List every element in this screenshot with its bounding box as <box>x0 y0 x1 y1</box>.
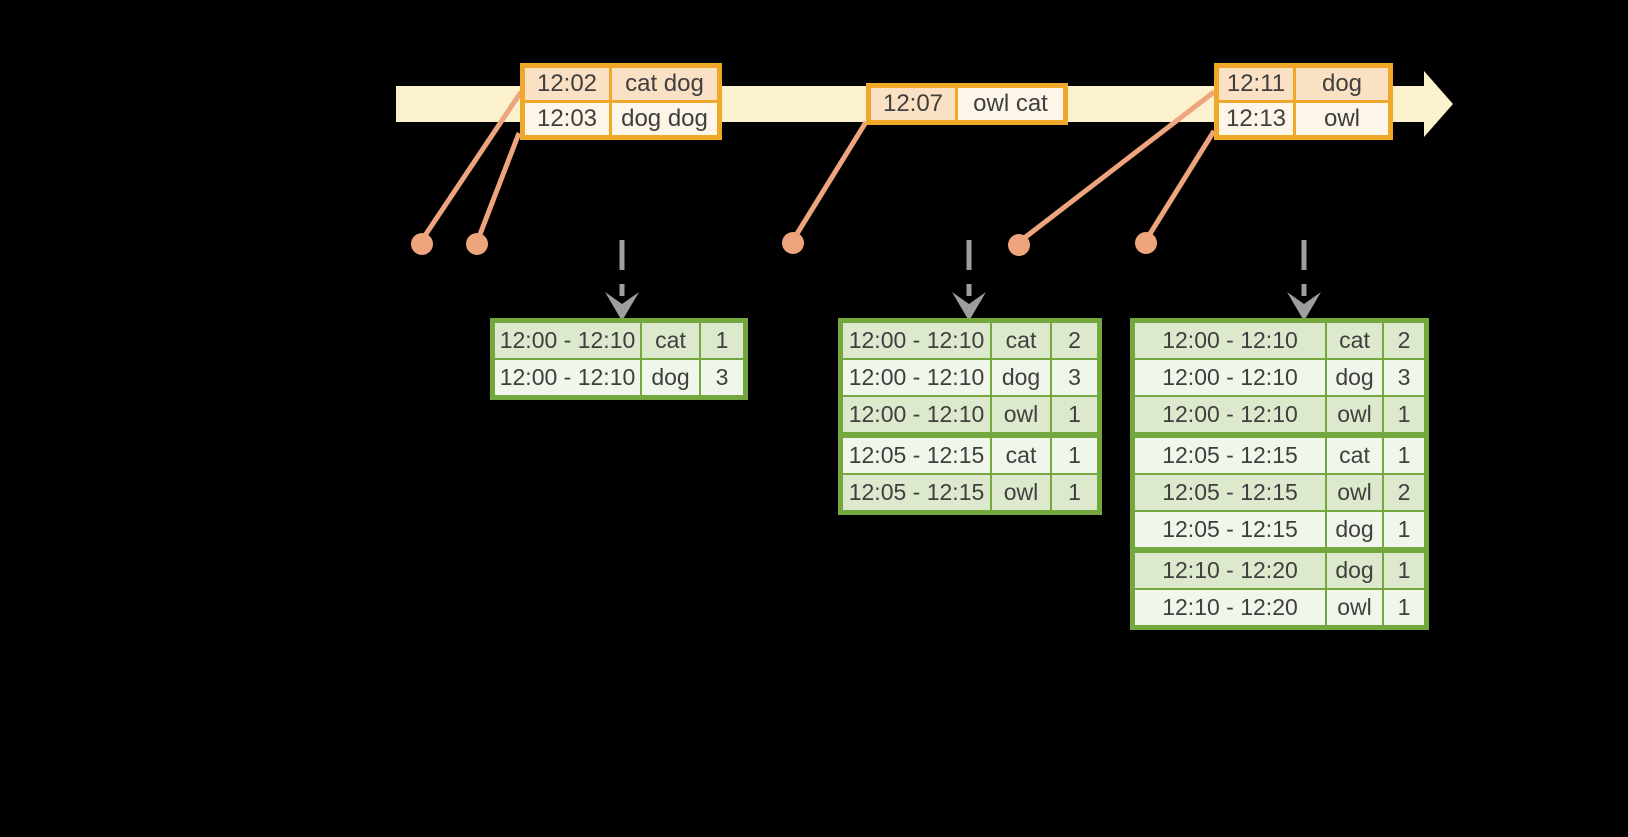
window-cell: 12:00 - 12:10 <box>843 397 990 432</box>
window-cell: 12:05 - 12:15 <box>843 438 990 473</box>
trigger-arrow-heads <box>605 292 1321 321</box>
word-cell: cat <box>992 438 1050 473</box>
event-line <box>1021 90 1216 241</box>
window-cell: 12:10 - 12:20 <box>1135 590 1325 625</box>
word-cell: cat <box>1327 438 1382 473</box>
table-row: 12:00 - 12:10 owl 1 <box>1135 397 1424 432</box>
table-row: 12:00 - 12:10 cat 1 <box>495 323 743 358</box>
event-words: owl cat <box>958 88 1063 120</box>
event-line <box>1145 129 1217 239</box>
table-row: 12:05 - 12:15 cat 1 <box>1135 438 1424 473</box>
count-cell: 1 <box>1384 590 1424 625</box>
event-time: 12:07 <box>871 88 955 120</box>
table-row: 12:00 - 12:10 owl 1 <box>843 397 1097 432</box>
event-dot-icon <box>1008 234 1030 256</box>
count-cell: 1 <box>1384 397 1424 432</box>
window-cell: 12:00 - 12:10 <box>1135 323 1325 358</box>
count-cell: 2 <box>1384 475 1424 510</box>
word-cell: cat <box>642 323 699 358</box>
table-row: 12:00 - 12:10 dog 3 <box>495 360 743 395</box>
count-cell: 1 <box>1384 553 1424 588</box>
count-cell: 1 <box>1052 475 1097 510</box>
event-dots <box>411 232 1157 256</box>
event-dot-icon <box>466 233 488 255</box>
word-cell: owl <box>992 397 1050 432</box>
window-cell: 12:00 - 12:10 <box>1135 397 1325 432</box>
table-row: 12:10 - 12:20 dog 1 <box>1135 553 1424 588</box>
event-dot-icon <box>411 233 433 255</box>
word-cell: dog <box>1327 553 1382 588</box>
event-time: 12:02 <box>525 68 609 100</box>
trigger-arrowhead-icon <box>605 292 639 321</box>
word-cell: owl <box>1327 590 1382 625</box>
word-cell: owl <box>992 475 1050 510</box>
word-cell: dog <box>1327 360 1382 395</box>
window-cell: 12:05 - 12:15 <box>843 475 990 510</box>
table-row: 12:00 - 12:10 cat 2 <box>843 323 1097 358</box>
word-cell: owl <box>1327 397 1382 432</box>
count-cell: 2 <box>1052 323 1097 358</box>
event-time: 12:13 <box>1219 103 1293 135</box>
word-cell: dog <box>992 360 1050 395</box>
timeline-arrowhead-icon <box>1424 71 1453 137</box>
window-cell: 12:05 - 12:15 <box>1135 512 1325 547</box>
word-cell: dog <box>642 360 699 395</box>
window-cell: 12:00 - 12:10 <box>1135 360 1325 395</box>
trigger-arrow-shafts <box>619 240 1307 296</box>
word-cell: cat <box>1327 323 1382 358</box>
word-cell: owl <box>1327 475 1382 510</box>
event-words: dog dog <box>612 103 717 135</box>
event-line <box>792 120 869 239</box>
count-cell: 3 <box>1384 360 1424 395</box>
trigger-arrowhead-icon <box>952 292 986 321</box>
table-row: 12:05 - 12:15 owl 2 <box>1135 475 1424 510</box>
window-cell: 12:00 - 12:10 <box>843 360 990 395</box>
event-box-1: 12:02 cat dog 12:03 dog dog <box>520 63 722 140</box>
event-words: cat dog <box>612 68 717 100</box>
event-words: dog <box>1296 68 1388 100</box>
count-cell: 3 <box>1052 360 1097 395</box>
count-cell: 2 <box>1384 323 1424 358</box>
count-cell: 1 <box>701 323 743 358</box>
result-table-1: 12:00 - 12:10 cat 1 12:00 - 12:10 dog 3 <box>490 318 748 400</box>
count-cell: 1 <box>1384 438 1424 473</box>
event-dot-icon <box>782 232 804 254</box>
event-words: owl <box>1296 103 1388 135</box>
event-box-2: 12:07 owl cat <box>866 83 1068 125</box>
count-cell: 3 <box>701 360 743 395</box>
window-cell: 12:00 - 12:10 <box>843 323 990 358</box>
table-row: 12:00 - 12:10 dog 3 <box>1135 360 1424 395</box>
event-line <box>476 132 522 238</box>
result-table-3: 12:00 - 12:10 cat 2 12:00 - 12:10 dog 3 … <box>1130 318 1429 630</box>
window-cell: 12:05 - 12:15 <box>1135 475 1325 510</box>
table-row: 12:05 - 12:15 dog 1 <box>1135 512 1424 547</box>
window-cell: 12:00 - 12:10 <box>495 323 640 358</box>
table-row: 12:05 - 12:15 cat 1 <box>843 438 1097 473</box>
window-cell: 12:05 - 12:15 <box>1135 438 1325 473</box>
table-row: 12:00 - 12:10 cat 2 <box>1135 323 1424 358</box>
window-cell: 12:10 - 12:20 <box>1135 553 1325 588</box>
table-row: 12:10 - 12:20 owl 1 <box>1135 590 1424 625</box>
window-cell: 12:00 - 12:10 <box>495 360 640 395</box>
word-cell: dog <box>1327 512 1382 547</box>
table-row: 12:00 - 12:10 dog 3 <box>843 360 1097 395</box>
event-dot-icon <box>1135 232 1157 254</box>
count-cell: 1 <box>1384 512 1424 547</box>
event-time: 12:03 <box>525 103 609 135</box>
table-row: 12:05 - 12:15 owl 1 <box>843 475 1097 510</box>
result-table-2: 12:00 - 12:10 cat 2 12:00 - 12:10 dog 3 … <box>838 318 1102 515</box>
word-cell: cat <box>992 323 1050 358</box>
event-time: 12:11 <box>1219 68 1293 100</box>
event-connector-lines <box>421 90 1217 241</box>
count-cell: 1 <box>1052 397 1097 432</box>
count-cell: 1 <box>1052 438 1097 473</box>
event-line <box>421 90 524 239</box>
event-box-3: 12:11 dog 12:13 owl <box>1214 63 1393 140</box>
trigger-arrowhead-icon <box>1287 292 1321 321</box>
